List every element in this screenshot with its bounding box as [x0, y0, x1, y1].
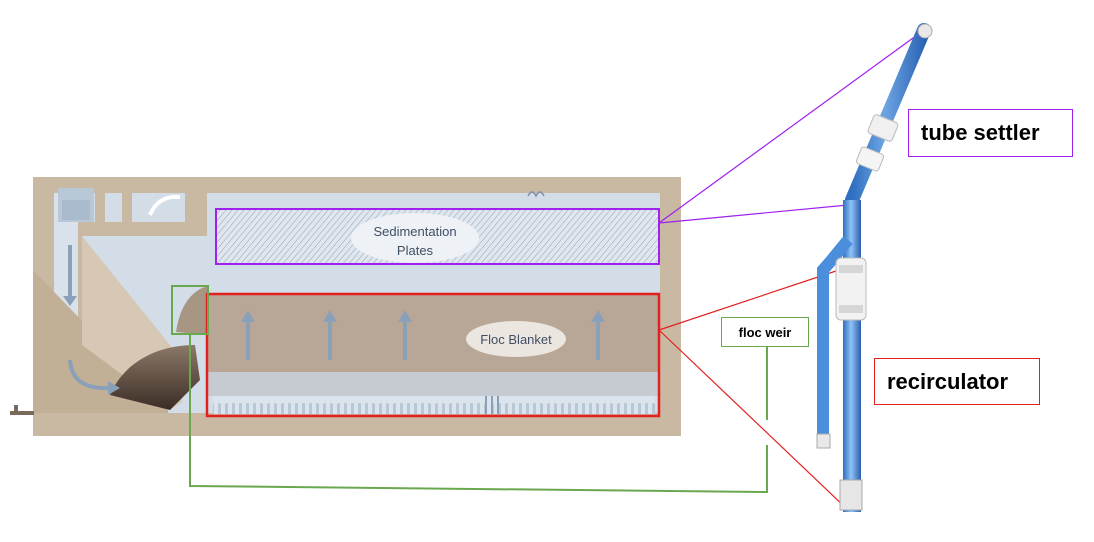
tube-settler-apparatus: [817, 24, 932, 512]
tube-settler-label: tube settler: [908, 109, 1073, 157]
sedimentation-label-line1: Sedimentation: [373, 224, 456, 239]
sedimentation-label-line2: Plates: [397, 243, 434, 258]
floc-weir-label: floc weir: [721, 317, 809, 347]
floc-blanket-zone: Floc Blanket: [208, 294, 658, 414]
recirculator-label: recirculator: [874, 358, 1040, 405]
floc-blanket-label: Floc Blanket: [480, 332, 552, 347]
